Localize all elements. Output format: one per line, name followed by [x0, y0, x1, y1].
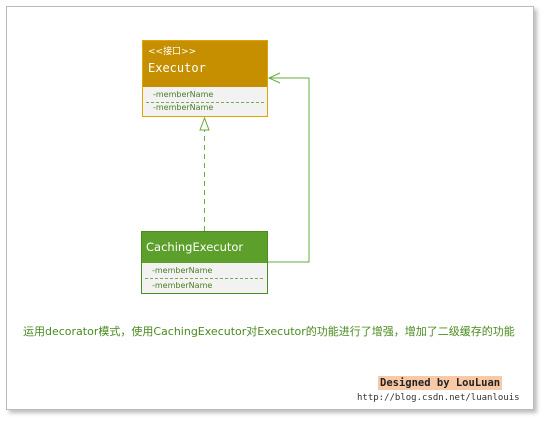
executor-interface-box: <<接口>> Executor -memberName -memberName: [142, 40, 268, 117]
association-line: [268, 77, 310, 263]
diagram-description: 运用decorator模式，使用CachingExecutor对Executor…: [23, 325, 515, 338]
caching-executor-member-2: -memberName: [152, 281, 213, 290]
designed-by-label: Designed by LouLuan: [378, 376, 503, 390]
caching-executor-name: CachingExecutor: [146, 240, 244, 254]
executor-header: <<接口>> Executor: [143, 41, 267, 87]
caching-executor-box: CachingExecutor -memberName -memberName: [141, 231, 268, 294]
caching-executor-member-1: -memberName: [152, 266, 213, 275]
blog-url[interactable]: http://blog.csdn.net/luanlouis: [357, 393, 520, 403]
executor-member-1: -memberName: [153, 90, 214, 99]
executor-member-2: -memberName: [153, 103, 214, 112]
caching-executor-header: CachingExecutor: [142, 232, 267, 263]
executor-member-divider: [146, 102, 264, 103]
caching-executor-member-divider: [145, 278, 263, 279]
executor-name: Executor: [148, 61, 206, 75]
realization-arrowhead: [199, 116, 210, 131]
diagram-frame: [6, 6, 534, 410]
executor-stereotype: <<接口>>: [148, 47, 197, 57]
association-arrowhead: [267, 72, 281, 84]
